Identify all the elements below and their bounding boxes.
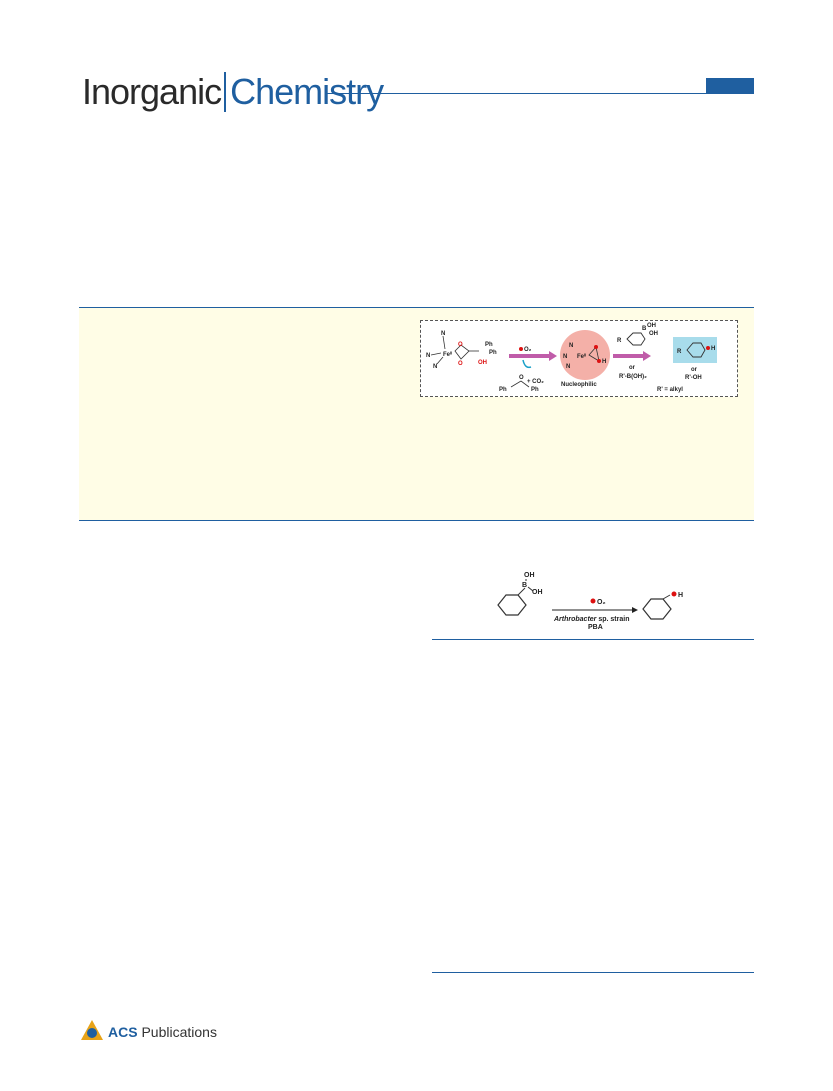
toc-alcohol: R'-OH — [685, 375, 702, 381]
scheme-oh1: OH — [524, 572, 535, 579]
scheme-h: H — [678, 592, 683, 599]
toc-oh: OH — [478, 360, 487, 366]
toc-n2: N — [426, 353, 430, 359]
scheme-bottom-rule — [432, 639, 754, 640]
header-rule — [326, 93, 748, 94]
toc-boronic: R'-B(OH)₂ — [619, 374, 647, 380]
toc-h-product: H — [711, 346, 715, 352]
toc-n6: N — [566, 364, 570, 370]
toc-r2: R — [677, 349, 682, 355]
toc-fe-left: Feᴵᴵ — [443, 351, 452, 358]
toc-b: B — [642, 326, 647, 332]
toc-fe-center: Feᴵᴵ — [577, 353, 586, 360]
toc-r1: R — [617, 338, 622, 344]
scheme-oh2: OH — [532, 589, 543, 596]
toc-h-center: H — [602, 359, 606, 365]
toc-ph4: Ph — [531, 387, 539, 393]
scheme-organism: Arthrobacter sp. strain — [553, 616, 629, 623]
toc-benzo-o: O — [519, 375, 524, 381]
toc-or2: or — [691, 367, 698, 373]
reaction-scheme-svg: B OH OH O₂ Arthrobacter sp. strain PBA H — [497, 572, 683, 631]
toc-graphic: N N N Feᴵᴵ O O Ph Ph OH O₂ O + CO₂ Ph Ph… — [420, 320, 738, 397]
column-bottom-rule — [432, 972, 754, 973]
toc-o2: O — [458, 361, 463, 367]
toc-ph1: Ph — [485, 342, 493, 348]
toc-co2: + CO₂ — [527, 379, 544, 385]
publisher-bold: ACS — [108, 1024, 138, 1040]
logo-separator — [224, 72, 227, 112]
toc-o1: O — [458, 342, 463, 348]
toc-graphic-svg: N N N Feᴵᴵ O O Ph Ph OH O₂ O + CO₂ Ph Ph… — [426, 323, 717, 393]
toc-oh-b1: OH — [647, 323, 656, 329]
header-tab — [706, 78, 754, 94]
scheme-substrate: PBA — [588, 624, 603, 631]
scheme-organism-rest: sp. strain — [596, 616, 629, 623]
toc-or1: or — [629, 365, 636, 371]
toc-ph3: Ph — [499, 387, 507, 393]
journal-name-part1: Inorganic — [82, 71, 222, 112]
toc-r-def: R' = alkyl — [657, 387, 683, 393]
toc-ph2: Ph — [489, 350, 497, 356]
scheme-b: B — [522, 582, 527, 589]
toc-n4: N — [569, 343, 573, 349]
journal-name-part2: Chemistry — [230, 71, 384, 112]
toc-n5: N — [563, 354, 567, 360]
publisher-name: ACS Publications — [108, 1024, 217, 1040]
toc-n3: N — [433, 364, 437, 370]
acs-logo-icon — [81, 1020, 103, 1040]
publisher-rest: Publications — [137, 1024, 217, 1040]
toc-o2-label: O₂ — [524, 347, 532, 353]
scheme-o2: O₂ — [597, 599, 606, 606]
toc-nucleophilic: Nucleophilic — [561, 382, 597, 388]
reaction-scheme: B OH OH O₂ Arthrobacter sp. strain PBA H — [490, 565, 720, 635]
toc-n1: N — [441, 331, 445, 337]
scheme-organism-italic: Arthrobacter — [553, 616, 598, 623]
toc-oh-b2: OH — [649, 331, 658, 337]
